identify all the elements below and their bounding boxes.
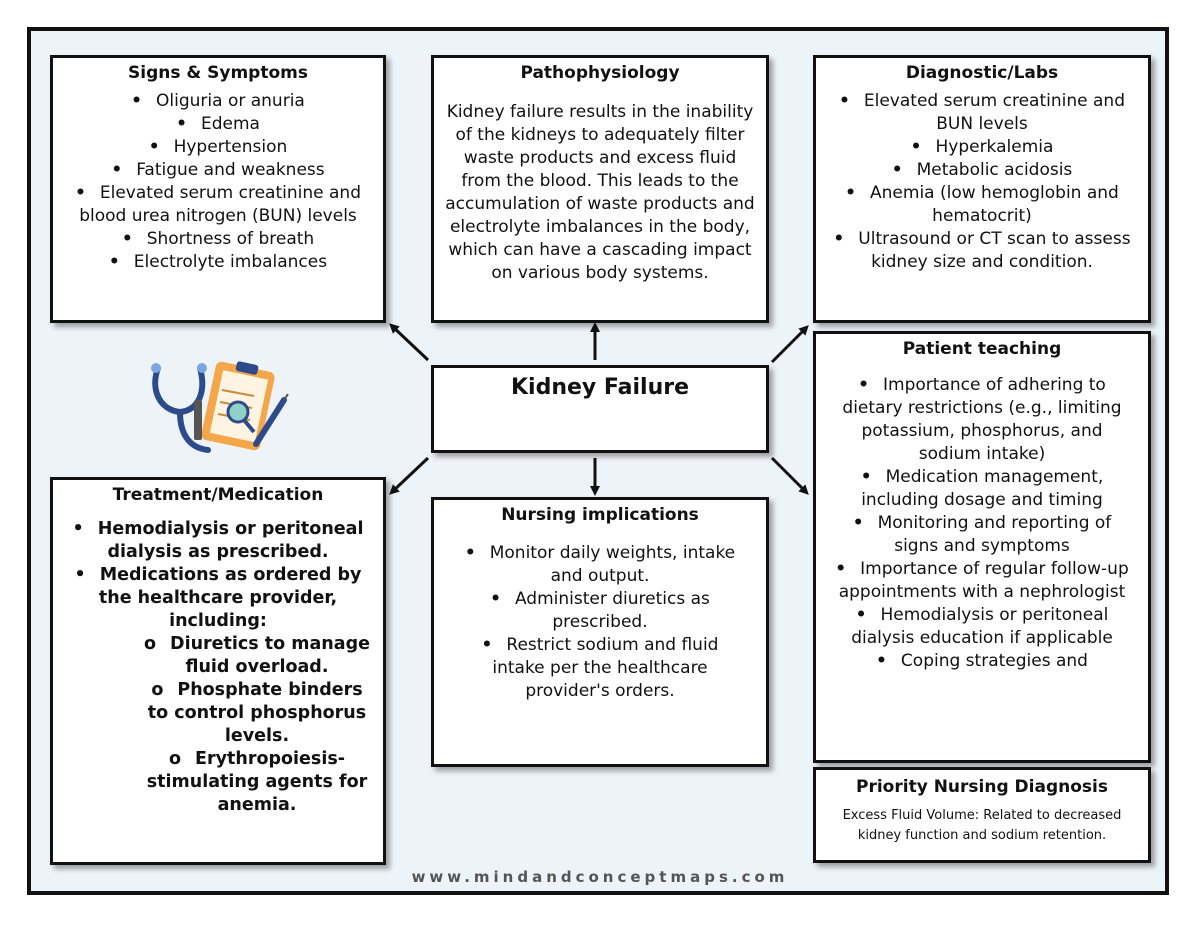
- list-item: Monitoring and reporting of signs and sy…: [830, 512, 1134, 558]
- stethoscope-icon: [151, 363, 211, 453]
- priority-diagnosis-box: Priority Nursing Diagnosis Excess Fluid …: [813, 767, 1151, 863]
- list-item: Metabolic acidosis: [824, 159, 1140, 182]
- list-item: Monitor daily weights, intake and output…: [456, 542, 744, 588]
- treatment-medication-sublist: Diuretics to manage fluid overload. Phos…: [53, 633, 383, 817]
- treatment-medication-box: Treatment/Medication Hemodialysis or per…: [50, 477, 386, 865]
- signs-symptoms-list: Oliguria or anuria Edema Hypertension Fa…: [53, 90, 383, 274]
- pen-icon: [194, 400, 202, 440]
- diagnostic-labs-box: Diagnostic/Labs Elevated serum creatinin…: [813, 55, 1151, 323]
- list-item: Elevated serum creatinine and blood urea…: [61, 182, 375, 228]
- list-item: Hemodialysis or peritoneal dialysis educ…: [830, 604, 1134, 650]
- list-item: Anemia (low hemoglobin and hematocrit): [824, 182, 1140, 228]
- priority-diagnosis-title: Priority Nursing Diagnosis: [856, 777, 1108, 797]
- list-item: Diuretics to manage fluid overload.: [143, 633, 371, 679]
- nursing-implications-list: Monitor daily weights, intake and output…: [434, 542, 766, 703]
- pathophysiology-title: Pathophysiology: [520, 63, 680, 83]
- list-item: Administer diuretics as prescribed.: [456, 588, 744, 634]
- pathophysiology-box: Pathophysiology Kidney failure results i…: [431, 55, 769, 323]
- treatment-medication-title: Treatment/Medication: [112, 485, 324, 505]
- list-item: Ultrasound or CT scan to assess kidney s…: [824, 228, 1140, 274]
- center-topic-box: Kidney Failure: [431, 365, 769, 453]
- list-item: Erythropoiesis-stimulating agents for an…: [143, 748, 371, 817]
- patient-teaching-list: Importance of adhering to dietary restri…: [816, 374, 1148, 673]
- signs-symptoms-title: Signs & Symptoms: [128, 63, 308, 83]
- pathophysiology-text: Kidney failure results in the inability …: [445, 102, 755, 283]
- signs-symptoms-box: Signs & Symptoms Oliguria or anuria Edem…: [50, 55, 386, 323]
- nursing-implications-box: Nursing implications Monitor daily weigh…: [431, 497, 769, 767]
- list-item: Elevated serum creatinine and BUN levels: [824, 90, 1140, 136]
- list-item: Phosphate binders to control phosphorus …: [143, 679, 371, 748]
- clipboard-icon: [201, 361, 275, 451]
- list-item: Medication management, including dosage …: [830, 466, 1134, 512]
- diagnostic-labs-list: Elevated serum creatinine and BUN levels…: [816, 90, 1148, 274]
- patient-teaching-box: Patient teaching Importance of adhering …: [813, 331, 1151, 763]
- list-item: Electrolyte imbalances: [61, 251, 375, 274]
- treatment-medication-list: Hemodialysis or peritoneal dialysis as p…: [53, 518, 383, 633]
- list-item: Hyperkalemia: [824, 136, 1140, 159]
- priority-diagnosis-text: Excess Fluid Volume: Related to decrease…: [842, 808, 1122, 843]
- center-topic-title: Kidney Failure: [510, 375, 690, 400]
- patient-teaching-title: Patient teaching: [902, 339, 1062, 359]
- list-item: Restrict sodium and fluid intake per the…: [456, 634, 744, 703]
- list-item: Edema: [61, 113, 375, 136]
- list-item: Hypertension: [61, 136, 375, 159]
- syringe-icon: [253, 393, 289, 447]
- list-item: Fatigue and weakness: [61, 159, 375, 182]
- footer-website[interactable]: www.mindandconceptmaps.com: [411, 868, 789, 886]
- list-item: Importance of regular follow-up appointm…: [830, 558, 1134, 604]
- list-item: Oliguria or anuria: [61, 90, 375, 113]
- list-item: Hemodialysis or peritoneal dialysis as p…: [61, 518, 375, 564]
- diagnostic-labs-title: Diagnostic/Labs: [905, 63, 1059, 83]
- medical-illustration: [151, 361, 289, 453]
- list-item: Shortness of breath: [61, 228, 375, 251]
- nursing-implications-title: Nursing implications: [501, 505, 699, 525]
- list-item: Importance of adhering to dietary restri…: [830, 374, 1134, 466]
- list-item: Coping strategies and: [830, 650, 1134, 673]
- list-item: Medications as ordered by the healthcare…: [61, 564, 375, 633]
